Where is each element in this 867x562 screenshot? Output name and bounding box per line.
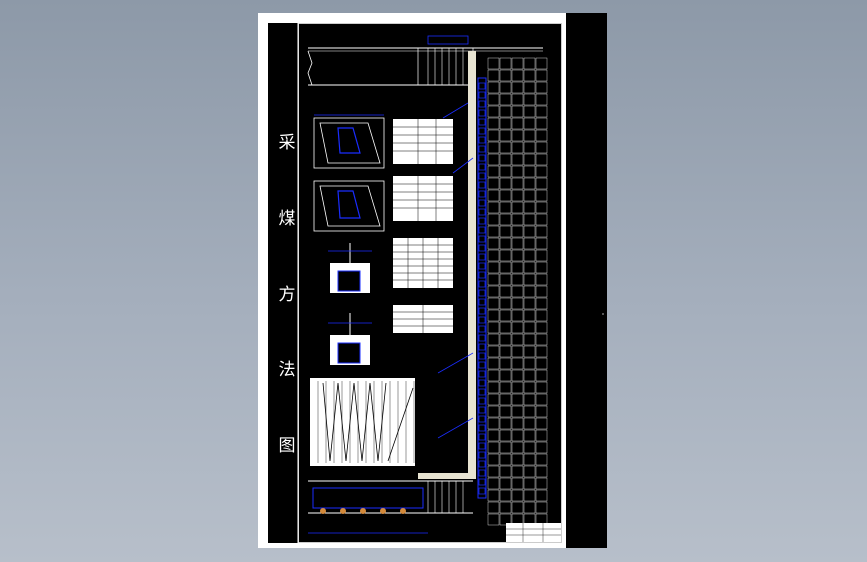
parameter-table-1: [393, 119, 453, 164]
paper-shadow: [566, 13, 607, 548]
title-block: [506, 523, 561, 542]
goaf-area: [487, 57, 548, 526]
title-char: 图: [278, 436, 296, 456]
drawing-border: [298, 23, 562, 543]
title-char: 法: [278, 360, 296, 381]
cad-drawing-area[interactable]: 采 煤 方 法 图: [268, 23, 562, 543]
parameter-table-4: [393, 305, 453, 333]
title-char: 方: [278, 284, 296, 305]
section-view-4: [328, 313, 372, 365]
viewport-marker: [602, 313, 604, 315]
working-face: [418, 51, 487, 499]
bottom-roadway: [308, 480, 473, 534]
title-char: 煤: [278, 208, 296, 229]
top-roadway: [307, 35, 543, 86]
parameter-table-3: [393, 238, 453, 288]
cycle-chart: [310, 378, 415, 466]
parameter-table-2: [393, 176, 453, 221]
cad-drawing: [297, 23, 562, 543]
section-view-3: [328, 243, 372, 293]
drawing-sheet: 采 煤 方 法 图: [258, 13, 607, 548]
drawing-title: 采 煤 方 法 图: [276, 135, 298, 455]
title-char: 采: [278, 133, 296, 153]
leader-lines: [437, 102, 474, 439]
section-view-1: [313, 114, 385, 169]
section-view-2: [313, 180, 385, 232]
